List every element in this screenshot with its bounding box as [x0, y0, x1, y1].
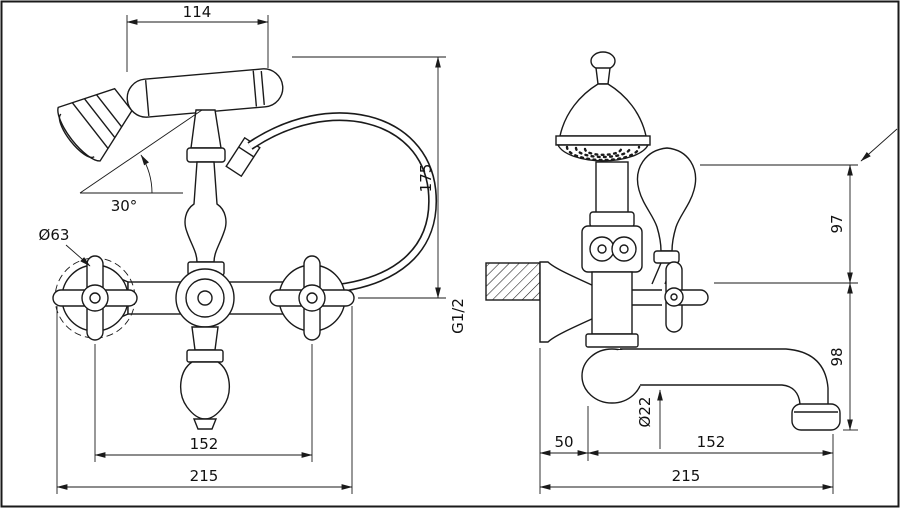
cross-handle-right — [269, 255, 355, 341]
dim-upper-height-label: 97 — [828, 214, 846, 233]
dim-handle-diameter-label: Ø63 — [39, 226, 70, 244]
dim-spout-diameter-label: Ø22 — [636, 397, 654, 428]
dim-spout-reach: 152 — [587, 433, 834, 494]
spout-side — [581, 348, 841, 431]
mixer-column — [184, 147, 227, 276]
dim-overall-height-label: 175 — [417, 164, 435, 193]
hand-shower-grip — [126, 68, 284, 118]
wall-nipple-hatched — [485, 262, 541, 301]
dim-handset-angle: 30° — [79, 109, 203, 215]
dim-inlet-thread: G1/2 — [449, 298, 467, 334]
dim-lower-height: 98 — [828, 282, 858, 431]
dim-overall-height: 175 — [292, 56, 446, 299]
dim-wall-offset-label: 50 — [554, 433, 573, 451]
valve-body-front — [111, 268, 301, 328]
dim-handset-width-label: 114 — [183, 3, 212, 21]
front-dimensions: 114 175 30° Ø63 152 215 — [39, 3, 446, 494]
dim-overall-width-label: 215 — [190, 467, 219, 485]
dim-wall-offset: 50 — [539, 348, 589, 494]
dim-handset-width: 114 — [126, 3, 269, 72]
spout-front — [180, 326, 230, 430]
cradle-post — [190, 109, 222, 149]
shower-head-side — [555, 51, 651, 162]
dim-inlet-thread-label: G1/2 — [449, 298, 467, 334]
cross-handle-left — [52, 255, 138, 341]
wall-flange — [539, 261, 595, 343]
hand-shower-head — [57, 87, 133, 162]
side-view — [485, 51, 841, 431]
diverter-lever — [636, 147, 697, 285]
dim-spout-reach-label: 152 — [697, 433, 726, 451]
front-view — [52, 68, 438, 430]
side-dimensions: G1/2 97 98 Ø22 50 152 — [449, 128, 898, 494]
dim-side-overall: 215 — [539, 467, 834, 490]
spout-nozzle-cap — [791, 403, 841, 431]
dim-handle-centers-label: 152 — [190, 435, 219, 453]
dim-side-overall-label: 215 — [672, 467, 701, 485]
mixer-column-side — [581, 161, 643, 348]
dim-lower-height-label: 98 — [828, 347, 846, 366]
dim-overall-width: 215 — [56, 306, 353, 494]
cross-handle-side — [632, 261, 709, 333]
dim-handset-angle-label: 30° — [111, 197, 138, 215]
dim-handle-diameter: Ø63 — [39, 226, 91, 267]
shower-hose — [247, 112, 438, 295]
dim-handle-centers: 152 — [94, 344, 313, 462]
dim-upper-height: 97 — [700, 164, 858, 284]
leader-arrow-top-right — [860, 128, 898, 162]
dim-spout-diameter: Ø22 — [636, 389, 663, 449]
